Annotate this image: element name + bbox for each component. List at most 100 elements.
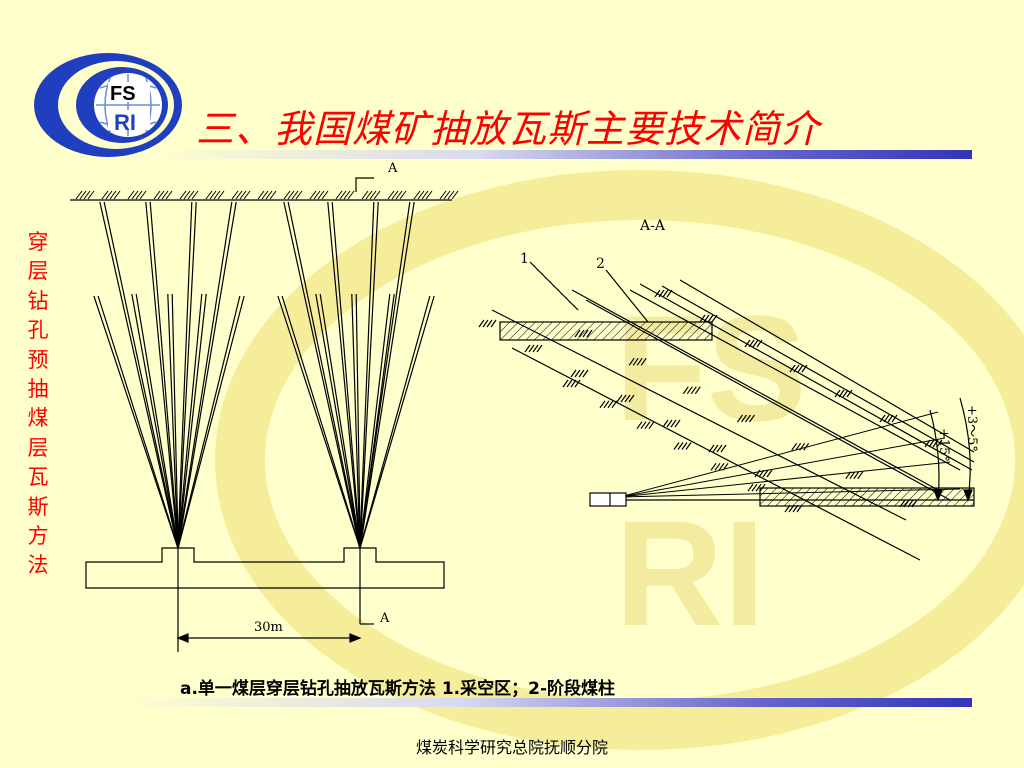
borehole-line: [177, 201, 233, 549]
stratum-hatch: [703, 314, 710, 323]
logo-fs-text: FS: [110, 83, 136, 105]
stratum-hatch: [662, 289, 669, 298]
stratum-hatch: [716, 444, 723, 453]
stratum-hatch: [528, 344, 535, 353]
borehole-line: [359, 295, 431, 549]
borehole-line: [171, 293, 179, 549]
borehole-line: [277, 295, 361, 549]
borehole-line: [177, 295, 241, 549]
ground-hatch-mark: [365, 190, 373, 200]
side-char: 法: [27, 553, 49, 578]
inclined-strata: [478, 279, 975, 561]
side-char: 斯: [27, 494, 49, 519]
stratum-hatch: [749, 414, 755, 423]
ground-hatch-mark: [399, 190, 407, 200]
stratum-hatch: [628, 357, 635, 366]
borehole-line: [359, 293, 395, 549]
ground-hatch: [75, 190, 459, 200]
stratum-hatch: [747, 483, 754, 492]
ground-hatch-mark: [165, 190, 173, 200]
ground-hatch-mark: [283, 190, 291, 200]
stratum-hatch: [903, 499, 910, 508]
drill-site: [589, 492, 627, 507]
ground-hatch-mark: [75, 190, 83, 200]
ground-hatch-mark: [369, 190, 377, 200]
stratum-hatch: [574, 379, 581, 388]
ground-hatch-mark: [131, 190, 139, 200]
stratum-hatch: [857, 471, 864, 480]
stratum-hatch: [883, 414, 890, 423]
ground-hatch-mark: [139, 190, 147, 200]
borehole-line: [135, 293, 179, 549]
ground-hatch-mark: [373, 190, 381, 200]
ground-hatch-mark: [317, 190, 325, 200]
ground-hatch-mark: [269, 190, 277, 200]
borehole-line: [351, 293, 361, 549]
distance-label: 30m: [254, 620, 283, 635]
ground-hatch-mark: [291, 190, 299, 200]
ground-hatch-mark: [109, 190, 117, 200]
stratum-hatch: [842, 389, 849, 398]
borehole-line: [177, 201, 193, 549]
stratum-hatch: [853, 471, 860, 480]
section-mark-top-label: A: [387, 161, 398, 176]
stratum-hatch: [754, 469, 761, 478]
ground-hatch-mark: [235, 190, 243, 200]
stratum-hatch: [607, 400, 614, 409]
stratum-hatch: [748, 339, 755, 348]
stratum-hatch: [666, 289, 673, 298]
ground-hatch-mark: [343, 190, 351, 200]
borehole-line: [355, 293, 361, 549]
stratum-line: [679, 279, 975, 453]
borehole-line: [327, 201, 361, 549]
stratum-hatch: [566, 379, 573, 388]
section-marker-top: [355, 177, 374, 192]
ground-hatch-mark: [217, 190, 225, 200]
stratum-hatch: [478, 319, 485, 328]
side-char: 层: [27, 435, 49, 460]
borehole-line: [177, 295, 245, 549]
figure-caption: a.单一煤层穿层钻孔抽放瓦斯方法 1.采空区；2-阶段煤柱: [180, 679, 616, 699]
stratum-hatch: [662, 419, 669, 428]
stratum-line: [571, 289, 939, 491]
stratum-hatch: [536, 344, 543, 353]
ground-hatch-mark: [83, 190, 91, 200]
stratum-hatch: [788, 504, 795, 513]
stratum-hatch: [640, 421, 647, 430]
borehole-line: [177, 293, 207, 549]
ground-hatch-mark: [335, 190, 343, 200]
stratum-hatch: [752, 339, 759, 348]
angle-inner-label: +15°: [936, 428, 951, 462]
stratum-line: [639, 283, 973, 471]
stratum-hatch: [582, 329, 589, 338]
side-label: 穿 层 钻 孔 预 抽 煤 层 瓦 斯 方 法: [24, 228, 52, 581]
ground-hatch-mark: [451, 190, 459, 200]
borehole-line: [331, 201, 361, 549]
ground-hatch-mark: [313, 190, 321, 200]
borehole-line: [103, 201, 179, 549]
ground-hatch-mark: [79, 190, 87, 200]
angle-arc-outer: [959, 397, 971, 501]
ground-hatch-mark: [157, 190, 165, 200]
stratum-hatch: [879, 414, 886, 423]
borehole-line: [283, 201, 361, 549]
stratum-hatch: [582, 369, 589, 378]
stratum-hatch: [907, 499, 914, 508]
stratum-hatch: [936, 439, 943, 448]
stratum-hatch: [797, 364, 804, 373]
ground-hatch-mark: [261, 190, 269, 200]
stratum-hatch: [741, 414, 747, 423]
leader-1: [529, 261, 579, 311]
ground-hatch-mark: [187, 190, 195, 200]
bottom-underline-bar: [116, 698, 972, 707]
ground-hatch-mark: [309, 190, 317, 200]
stratum-hatch: [620, 394, 627, 403]
stratum-hatch: [616, 394, 623, 403]
borehole-line: [177, 201, 197, 549]
stratum-hatch: [599, 400, 606, 409]
borehole-line: [93, 295, 179, 549]
stratum-hatch: [887, 414, 894, 423]
ground-hatch-mark: [153, 190, 161, 200]
ground-hatch-mark: [417, 190, 425, 200]
